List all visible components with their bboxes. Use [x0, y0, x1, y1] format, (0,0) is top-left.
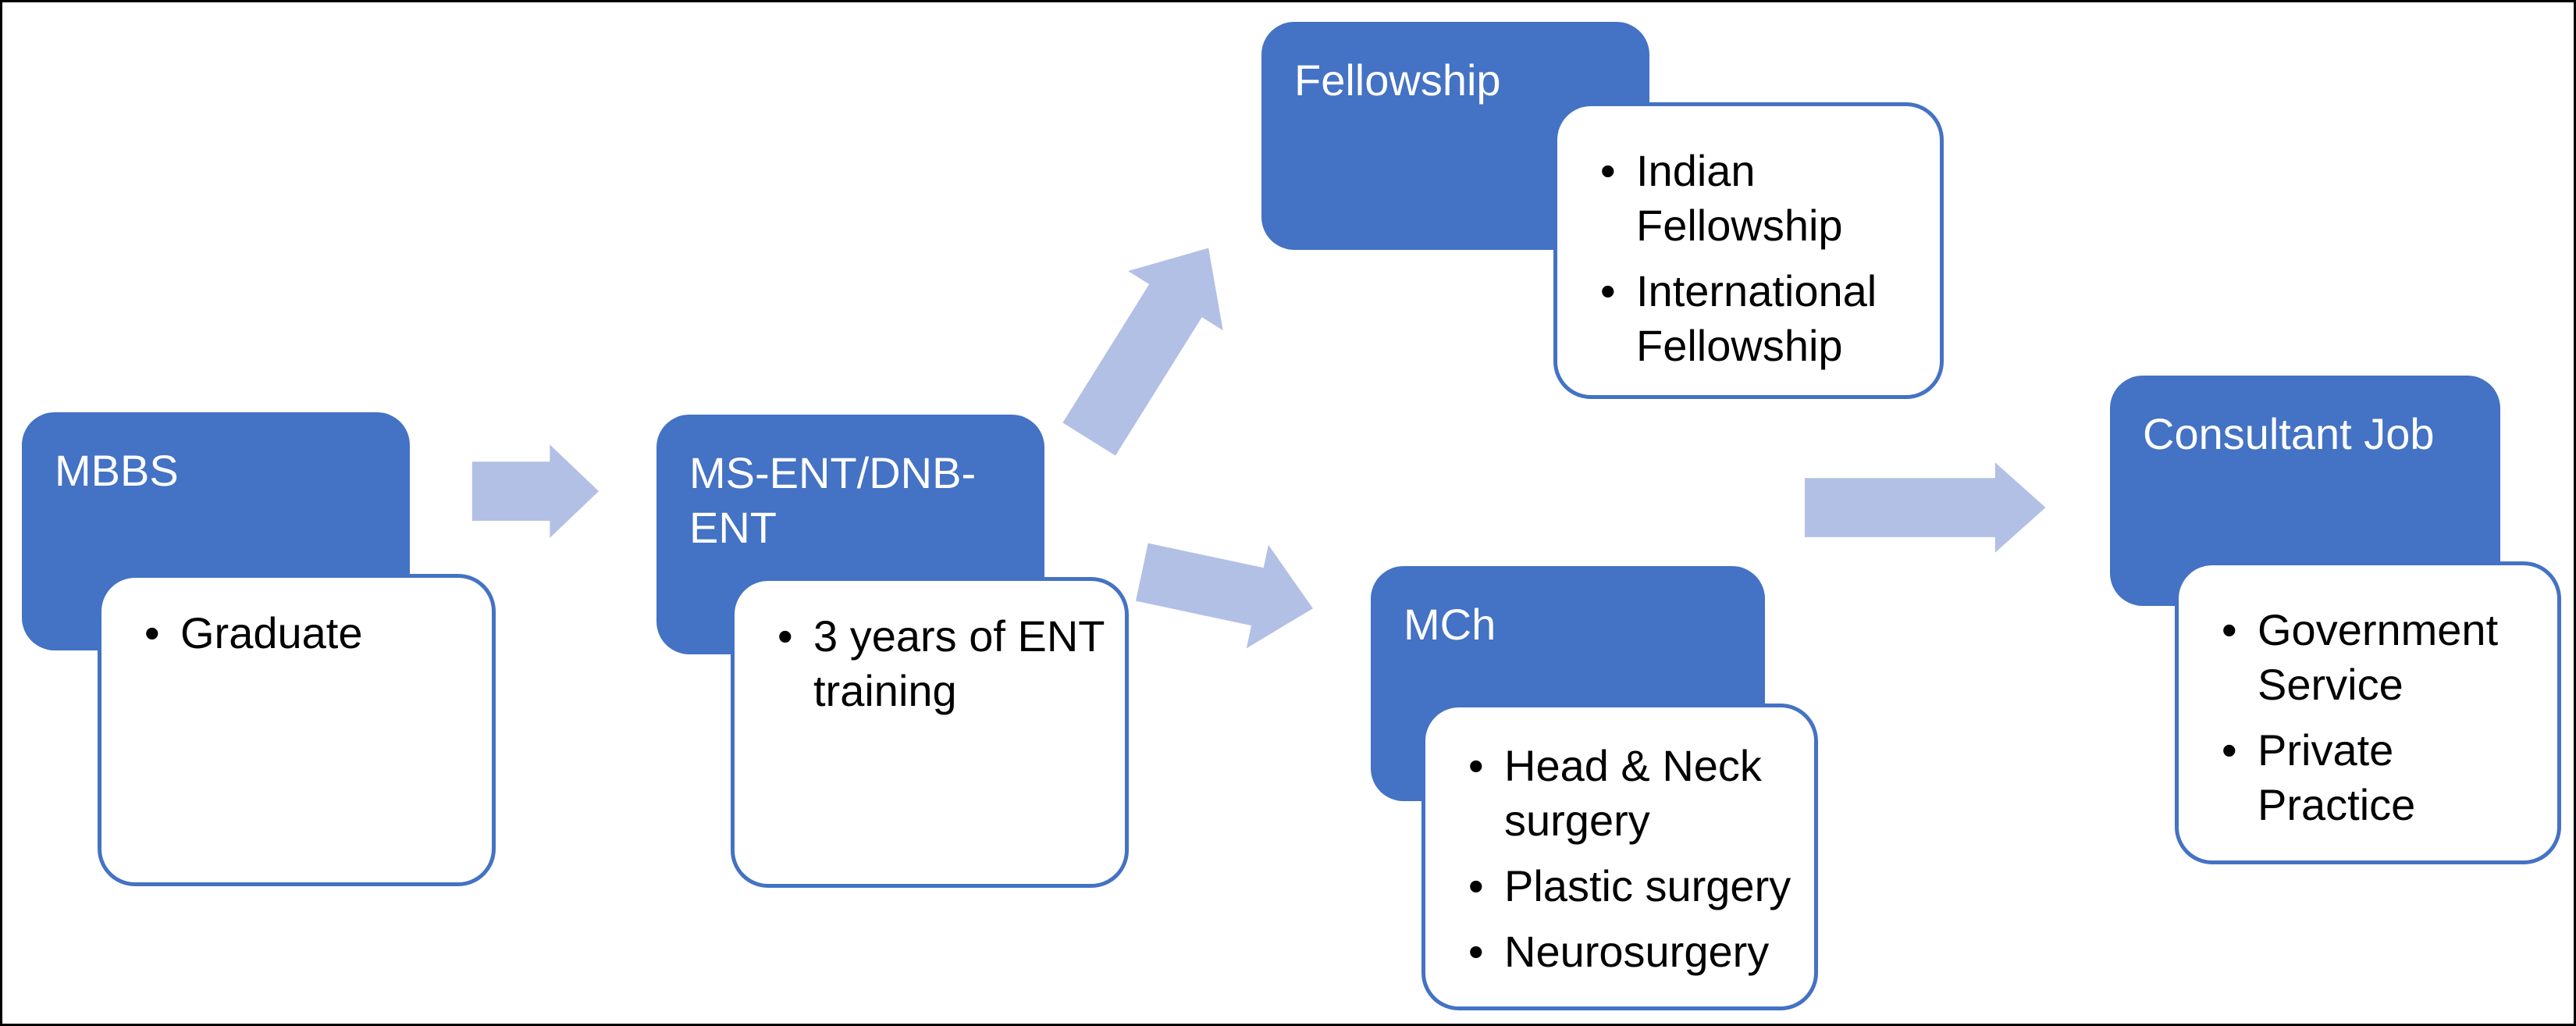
bullet-text: 3 years of ENT training [813, 611, 1105, 715]
bullet-dot: • [777, 611, 793, 661]
bullet-text: Plastic surgery [1504, 861, 1791, 910]
stage-title: MBBS [55, 446, 179, 495]
bullet-item: • 3 years of ENT training [777, 609, 1112, 718]
arrow-mbbs-to-msent-icon [471, 444, 600, 538]
stage-title: Fellowship [1294, 55, 1501, 105]
stage-title: MCh [1404, 600, 1496, 649]
bullet-item: • Graduate [144, 606, 479, 661]
bullet-dot: • [1600, 266, 1616, 315]
bullet-item: • Private Practice [2222, 723, 2545, 832]
stage-title: Consultant Job [2143, 409, 2435, 458]
stage-detail-box-consultant: • Government Service • Private Practice [2175, 561, 2561, 864]
bullet-dot: • [2222, 605, 2237, 654]
bullet-text: International Fellowship [1636, 266, 1877, 370]
stage-title: MS-ENT/DNB- ENT [689, 448, 977, 552]
bullet-text: Government Service [2258, 605, 2499, 709]
bullet-dot: • [1468, 927, 1484, 976]
bullet-item: • Head & Neck surgery [1468, 739, 1802, 848]
stage-detail-box-fellowship: • Indian Fellowship • International Fell… [1553, 102, 1944, 399]
bullet-item: • Indian Fellowship [1600, 144, 1927, 253]
bullet-text: Indian Fellowship [1636, 146, 1843, 250]
bullet-text: Graduate [180, 608, 363, 657]
arrow-to-consultant-icon [1804, 462, 2046, 553]
arrow-msent-to-fellowship-icon [1062, 248, 1223, 456]
bullet-text: Neurosurgery [1504, 927, 1770, 976]
bullet-item: • Plastic surgery [1468, 859, 1802, 914]
bullet-item: • Neurosurgery [1468, 924, 1802, 979]
bullet-dot: • [1468, 861, 1484, 910]
stage-detail-box-mch: • Head & Neck surgery • Plastic surgery … [1421, 704, 1818, 1010]
bullet-item: • International Fellowship [1600, 264, 1927, 373]
bullet-text: Head & Neck surgery [1504, 741, 1762, 845]
bullet-dot: • [1600, 146, 1616, 195]
bullet-text: Private Practice [2258, 725, 2416, 829]
bullet-item: • Government Service [2222, 603, 2545, 712]
stage-detail-box-mbbs: • Graduate [98, 574, 496, 886]
bullet-dot: • [144, 608, 160, 657]
bullet-dot: • [2222, 725, 2237, 775]
stage-detail-box-ms-ent: • 3 years of ENT training [731, 577, 1129, 888]
bullet-dot: • [1468, 741, 1484, 790]
arrow-msent-to-mch-icon [1135, 543, 1313, 649]
